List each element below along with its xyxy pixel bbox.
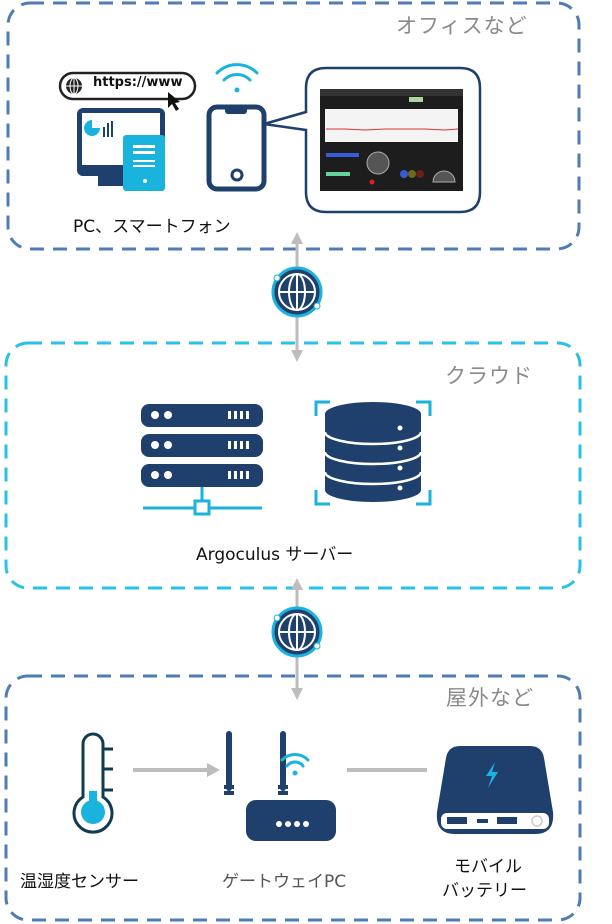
dashboard-preview-bubble [263, 66, 482, 214]
outdoor-zone-label: 屋外など [446, 686, 534, 710]
gateway-caption: ゲートウェイPC [222, 872, 347, 892]
tower-pc-icon [123, 135, 165, 191]
wifi-icon [215, 63, 259, 93]
battery-caption-line2: バッテリー [442, 881, 527, 901]
url-text: https://www [93, 75, 183, 90]
url-bar [58, 71, 197, 111]
gateway-to-battery-line [347, 768, 427, 772]
lightning-icon [486, 762, 498, 788]
globe-icon [271, 266, 323, 318]
smartphone-icon [206, 104, 267, 192]
thermometer-icon [72, 732, 114, 834]
office-zone-label: オフィスなど [396, 14, 528, 38]
sensor-caption: 温湿度センサー [20, 872, 139, 892]
cloud-zone-label: クラウド [445, 364, 533, 388]
sensor-to-gateway-arrow [133, 763, 220, 777]
cursor-icon [168, 92, 180, 111]
office-caption: PC、スマートフォン [73, 217, 231, 237]
power-bank-icon [436, 746, 554, 834]
globe-small-icon [66, 77, 82, 95]
server-rack-icon [141, 404, 263, 516]
database-icon [314, 400, 432, 506]
router-icon [224, 731, 336, 841]
server-caption: Argoculus サーバー [196, 545, 354, 565]
office-zone-border [6, 1, 581, 251]
battery-caption-line1: モバイル [454, 857, 522, 877]
globe-icon [271, 606, 323, 658]
outdoor-zone-border [4, 674, 582, 922]
